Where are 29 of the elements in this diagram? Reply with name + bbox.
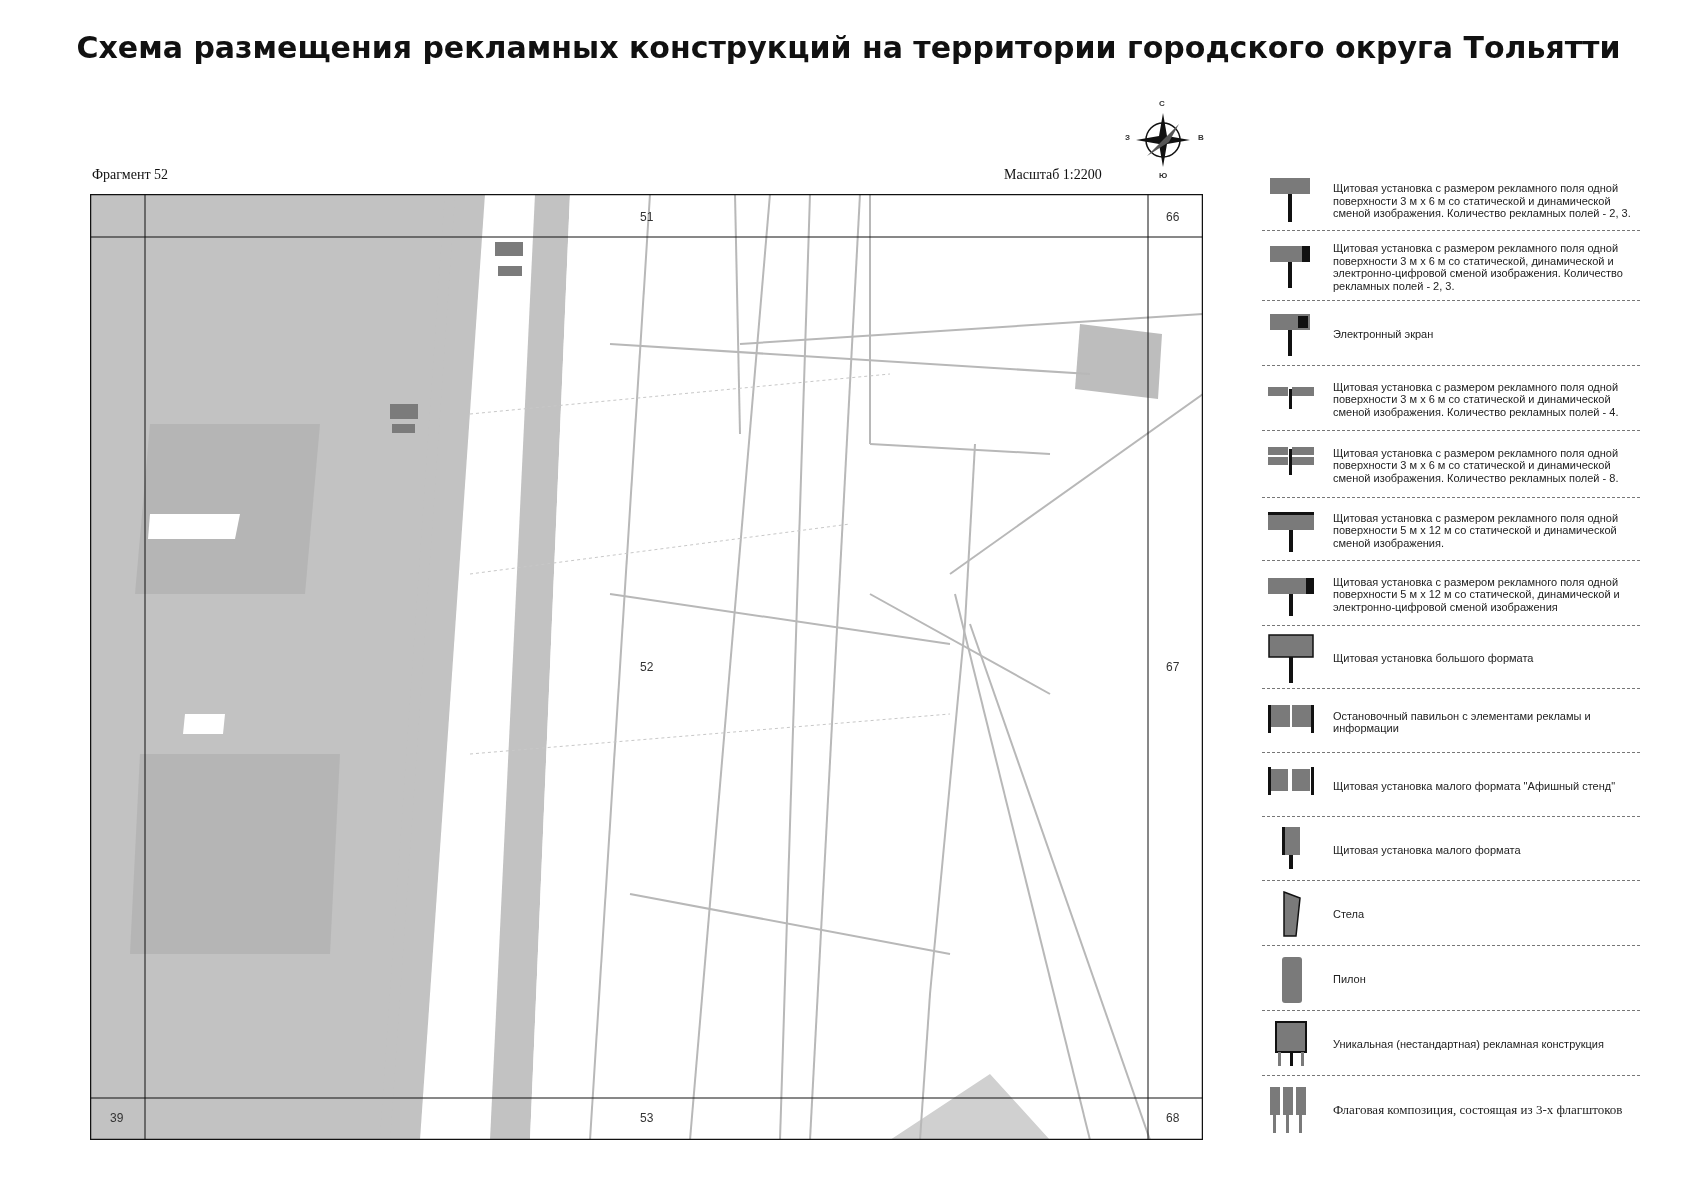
sheet-number: 67 xyxy=(1166,661,1180,673)
map-title: Схема размещения рекламных конструкций на территории городского округа Тольятти xyxy=(75,30,1622,65)
legend-text: Щитовая установка с размером рекламного поля одной поверхности 5 м х 12 м со статической и динамической сменой изображения. xyxy=(1333,511,1620,549)
legend-text: Щитовая установка с размером рекламного поля одной поверхности 5 м х 12 м со статической, динамической и электронно-цифровой сменой изображения xyxy=(1333,575,1621,613)
legend-text: Уникальная (нестандартная) рекламная конструкция xyxy=(1333,1038,1605,1051)
legend-text: Флаговая композиция, состоящая из 3-х флагштоков xyxy=(1333,1101,1624,1119)
legend-text: Щитовая установка с размером рекламного поля одной поверхности 3 м х 6 м со статической, динамической и электронно-цифровой сменой изображения. Количество рекламных полей - 2, 3. xyxy=(1333,242,1624,292)
fragment-label: Фрагмент 52 xyxy=(92,168,168,182)
sheet-number: 68 xyxy=(1166,1112,1180,1124)
legend-text: Щитовая установка с размером рекламного поля одной поверхности 3 м х 6 м со статической и динамической сменой изображения. Количество рекламных полей - 4. xyxy=(1333,380,1620,418)
legend-text: Щитовая установка малого формата "Афишный стенд" xyxy=(1333,779,1617,792)
legend-text: Стела xyxy=(1333,908,1366,921)
legend-text: Щитовая установка с размером рекламного поля одной поверхности 3 м х 6 м со статической и динамической сменой изображения. Количество рекламных полей - 8. xyxy=(1333,446,1620,484)
compass-letter: В xyxy=(1198,134,1204,142)
scale-label: Масштаб 1:2200 xyxy=(1004,168,1102,182)
compass-letter: С xyxy=(1159,100,1165,108)
sheet-number: 52 xyxy=(640,661,654,673)
legend-text: Электронный экран xyxy=(1333,328,1435,341)
compass-letter: З xyxy=(1125,134,1130,142)
compass-letter: Ю xyxy=(1159,172,1168,180)
sheet-number: 53 xyxy=(640,1112,654,1124)
sheet-number: 51 xyxy=(640,211,654,223)
legend-text: Пилон xyxy=(1333,973,1367,986)
legend-text: Щитовая установка большого формата xyxy=(1333,652,1535,665)
sheet-number: 66 xyxy=(1166,211,1180,223)
sheet-number: 39 xyxy=(110,1112,124,1124)
legend-text: Щитовая установка с размером рекламного поля одной поверхности 3 м х 6 м со статической и динамической сменой изображения. Количество рекламных полей - 2, 3. xyxy=(1333,182,1632,220)
legend-text: Остановочный павильон с элементами рекламы и информации xyxy=(1333,709,1592,735)
legend-text: Щитовая установка малого формата xyxy=(1333,843,1522,856)
